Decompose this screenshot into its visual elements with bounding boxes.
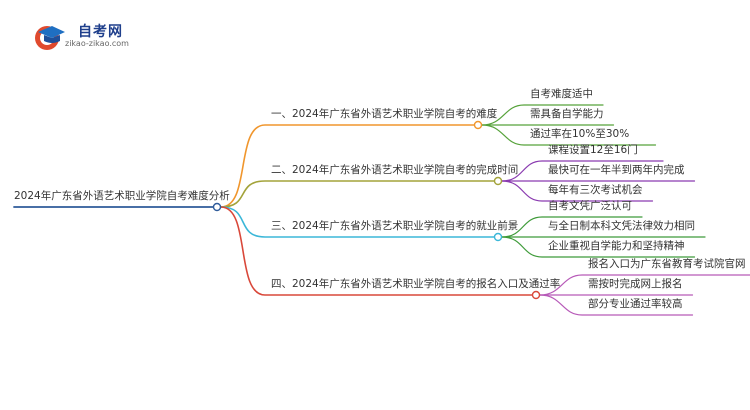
leaf-label-3-2[interactable]: 与全日制本科文凭法律效力相同 (548, 220, 695, 232)
branch-connector-3 (220, 206, 495, 238)
leaf-connector-4-1 (539, 274, 750, 296)
branch-node-1[interactable] (473, 120, 483, 130)
leaf-label-2-1[interactable]: 课程设置12至16门 (548, 144, 638, 156)
leaf-label-4-3[interactable]: 部分专业通过率较高 (588, 298, 683, 310)
logo-url: zikao-zikao.com (65, 39, 129, 48)
root-node[interactable] (212, 202, 222, 212)
leaf-connector-4-3 (539, 294, 694, 316)
leaf-label-1-3[interactable]: 通过率在10%至30% (530, 128, 630, 140)
logo-mortarboard-icon (35, 26, 65, 50)
leaf-connector-3-3 (501, 236, 696, 258)
branch-connector-4 (220, 206, 533, 296)
leaf-label-3-1[interactable]: 自考文凭广泛认可 (548, 200, 632, 212)
leaf-label-4-1[interactable]: 报名入口为广东省教育考试院官网 (588, 258, 746, 270)
branch-connector-1 (220, 124, 475, 208)
leaf-label-1-2[interactable]: 需具备自学能力 (530, 108, 604, 120)
branch-label-3[interactable]: 三、2024年广东省外语艺术职业学院自考的就业前景 (271, 220, 519, 232)
branch-node-2[interactable] (493, 176, 503, 186)
leaf-label-4-2[interactable]: 需按时完成网上报名 (588, 278, 683, 290)
leaf-label-2-3[interactable]: 每年有三次考试机会 (548, 184, 643, 196)
site-logo[interactable]: 自考网 zikao-zikao.com (32, 20, 152, 54)
leaf-connector-1-1 (481, 104, 604, 126)
branch-label-4[interactable]: 四、2024年广东省外语艺术职业学院自考的报名入口及通过率 (271, 278, 561, 290)
branch-connector-2 (220, 180, 495, 208)
leaf-label-1-1[interactable]: 自考难度适中 (530, 88, 593, 100)
branch-label-1[interactable]: 一、2024年广东省外语艺术职业学院自考的难度 (271, 108, 498, 120)
leaf-connector-2-1 (501, 160, 664, 182)
leaf-connector-3-1 (501, 216, 643, 238)
root-node-label[interactable]: 2024年广东省外语艺术职业学院自考难度分析 (14, 190, 230, 202)
leaf-label-2-2[interactable]: 最快可在一年半到两年内完成 (548, 164, 685, 176)
branch-node-3[interactable] (493, 232, 503, 242)
leaf-connector-1-3 (481, 124, 657, 146)
branch-node-4[interactable] (531, 290, 541, 300)
branch-label-2[interactable]: 二、2024年广东省外语艺术职业学院自考的完成时间 (271, 164, 519, 176)
leaf-label-3-3[interactable]: 企业重视自学能力和坚持精神 (548, 240, 685, 252)
logo-title: 自考网 (78, 24, 123, 40)
leaf-connector-2-3 (501, 180, 654, 202)
